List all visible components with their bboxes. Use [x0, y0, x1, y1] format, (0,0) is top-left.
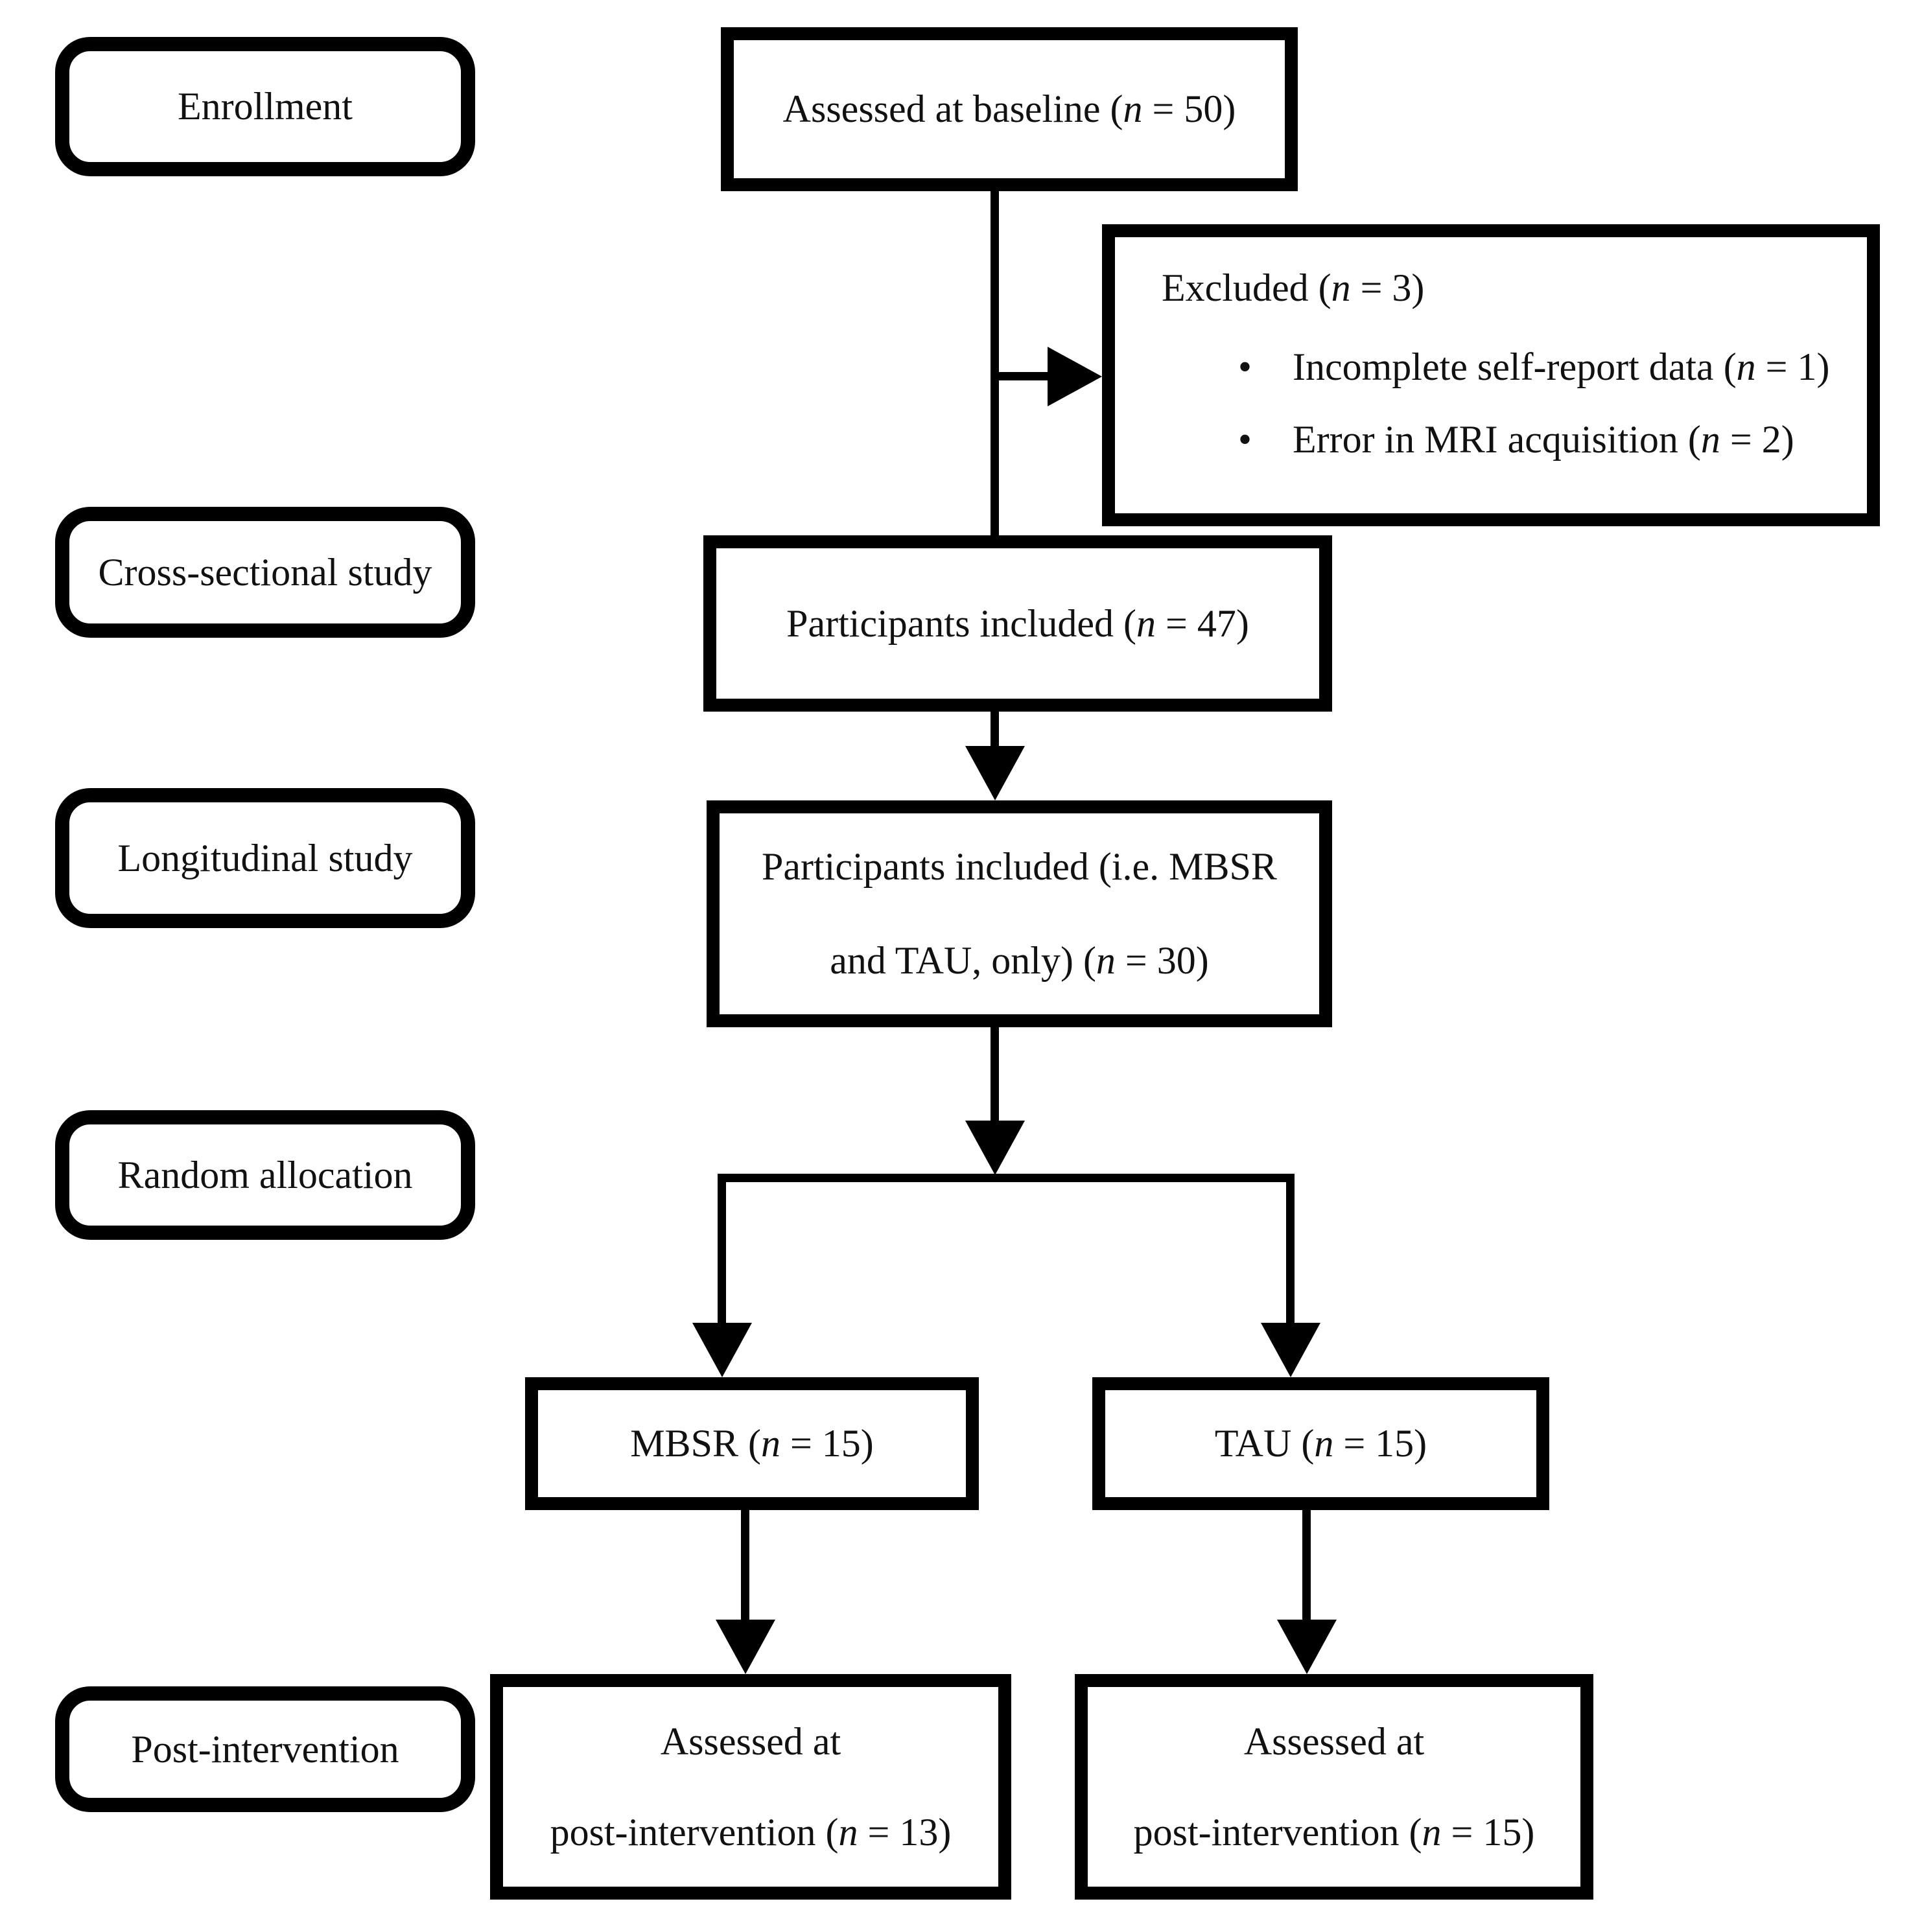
stage-cross-sectional-study: Cross-sectional study: [55, 507, 475, 638]
node-text-line2: post-intervention (n = 13): [550, 1811, 952, 1854]
connector-split-to-mbsr: [718, 1181, 726, 1325]
excluded-bullet-text: Incomplete self-report data (n = 1): [1293, 345, 1830, 388]
arrowhead-into-post-tau: [1277, 1620, 1337, 1674]
stage-label: Cross-sectional study: [98, 550, 432, 594]
arrowhead-into-mbsr: [692, 1323, 752, 1377]
connector-tau-to-post: [1302, 1509, 1311, 1622]
arrowhead-into-included30: [965, 746, 1025, 800]
arrowhead-into-split: [965, 1121, 1025, 1175]
stage-label: Random allocation: [117, 1153, 413, 1196]
node-excluded: Excluded (n = 3) • Incomplete self-repor…: [1102, 224, 1880, 526]
node-text: MBSR (n = 15): [630, 1422, 874, 1465]
arrowhead-into-tau: [1261, 1323, 1320, 1377]
node-text: Participants included (n = 47): [786, 601, 1249, 645]
excluded-bullet-text: Error in MRI acquisition (n = 2): [1293, 418, 1794, 461]
node-post-intervention-mbsr: Assessed at post-intervention (n = 13): [490, 1674, 1011, 1900]
stage-label: Longitudinal study: [117, 836, 413, 879]
connector-split-to-tau: [1286, 1181, 1295, 1325]
connector-included47-to-included30: [991, 710, 999, 751]
stage-label: Post-intervention: [131, 1727, 399, 1771]
node-mbsr-group: MBSR (n = 15): [525, 1377, 979, 1510]
node-tau-group: TAU (n = 15): [1092, 1377, 1549, 1510]
node-text-line2: post-intervention (n = 15): [1133, 1811, 1535, 1854]
stage-enrollment: Enrollment: [55, 37, 475, 176]
node-text-line1: Assessed at: [660, 1720, 841, 1763]
bullet-icon: •: [1238, 418, 1252, 461]
connector-baseline-to-included47: [991, 190, 999, 535]
stage-post-intervention: Post-intervention: [55, 1686, 475, 1812]
excluded-title: Excluded (n = 3): [1162, 266, 1425, 309]
excluded-bullet-item: • Incomplete self-report data (n = 1): [1238, 331, 1830, 403]
node-included-cross-sectional: Participants included (n = 47): [703, 535, 1332, 712]
node-text: TAU (n = 15): [1214, 1422, 1427, 1465]
connector-mbsr-to-post: [741, 1509, 749, 1622]
node-text-line1: Assessed at: [1243, 1720, 1425, 1763]
bullet-icon: •: [1238, 345, 1252, 388]
node-assessed-baseline: Assessed at baseline (n = 50): [721, 27, 1298, 191]
excluded-bullet-item: • Error in MRI acquisition (n = 2): [1238, 403, 1830, 476]
node-post-intervention-tau: Assessed at post-intervention (n = 15): [1075, 1674, 1593, 1900]
excluded-bullet-list: • Incomplete self-report data (n = 1) • …: [1162, 331, 1830, 476]
stage-longitudinal-study: Longitudinal study: [55, 788, 475, 928]
node-text-line1: Participants included (i.e. MBSR: [762, 845, 1277, 888]
arrowhead-into-excluded: [1048, 347, 1102, 406]
stage-random-allocation: Random allocation: [55, 1110, 475, 1240]
connector-included30-to-split: [991, 1026, 999, 1124]
arrowhead-into-post-mbsr: [716, 1620, 775, 1674]
node-text: Assessed at baseline (n = 50): [782, 87, 1236, 130]
connector-branch-to-excluded: [991, 372, 1055, 380]
split-line-random-allocation: [718, 1174, 1295, 1182]
node-text-line2: and TAU, only) (n = 30): [830, 939, 1209, 982]
node-included-longitudinal: Participants included (i.e. MBSR and TAU…: [707, 800, 1332, 1027]
stage-label: Enrollment: [178, 85, 353, 128]
